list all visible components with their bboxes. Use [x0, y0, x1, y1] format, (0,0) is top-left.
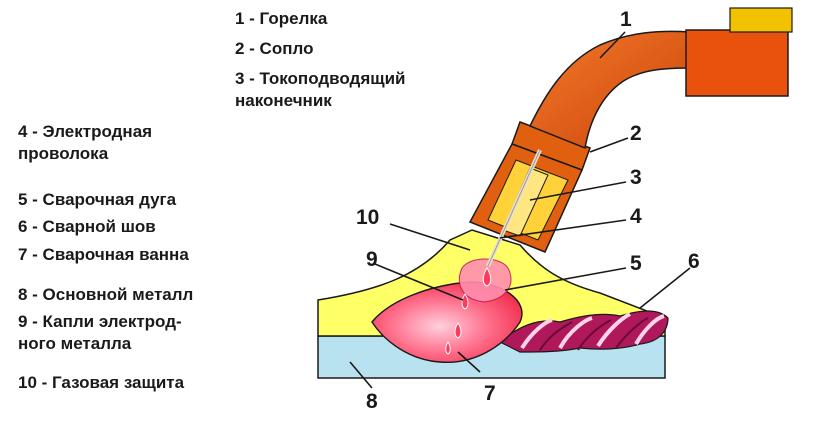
electrode-droplets: [445, 267, 492, 355]
callout-7: 7: [484, 382, 496, 405]
callout-3: 3: [630, 166, 642, 189]
weld-bead: [498, 310, 669, 353]
legend-weld-seam: 6 - Сварной шов: [18, 217, 156, 236]
callout-2: 2: [630, 122, 642, 145]
electrode-wire: [486, 149, 542, 267]
legend-gas-shield: 10 - Газовая защита: [18, 373, 185, 392]
legend-electrode-wire: 4 - Электродная проволока: [18, 122, 153, 163]
callout-6: 6: [688, 250, 700, 273]
callout-10: 10: [356, 206, 379, 229]
legend-weld-pool: 7 - Сварочная ванна: [18, 245, 189, 264]
callout-5: 5: [630, 252, 642, 275]
legend-nozzle: 2 - Сопло: [235, 39, 314, 58]
legend-base-metal: 8 - Основной металл: [18, 285, 194, 304]
legend-torch: 1 - Горелка: [235, 9, 328, 28]
callout-numbers: 1 2 3 4 5 6 7 8 9 10: [356, 8, 700, 413]
legend-electrode-droplets: 9 - Капли электрод- ного металла: [18, 312, 182, 353]
callout-1: 1: [620, 8, 632, 31]
callout-8: 8: [366, 390, 378, 413]
torch: [528, 7, 793, 150]
legend-contact-tip: 3 - Токоподводящий наконечник: [235, 69, 406, 110]
callout-4: 4: [630, 205, 642, 228]
leader-lines: [349, 31, 691, 389]
legend-welding-arc: 5 - Сварочная дуга: [18, 190, 177, 209]
callout-9: 9: [366, 248, 378, 271]
